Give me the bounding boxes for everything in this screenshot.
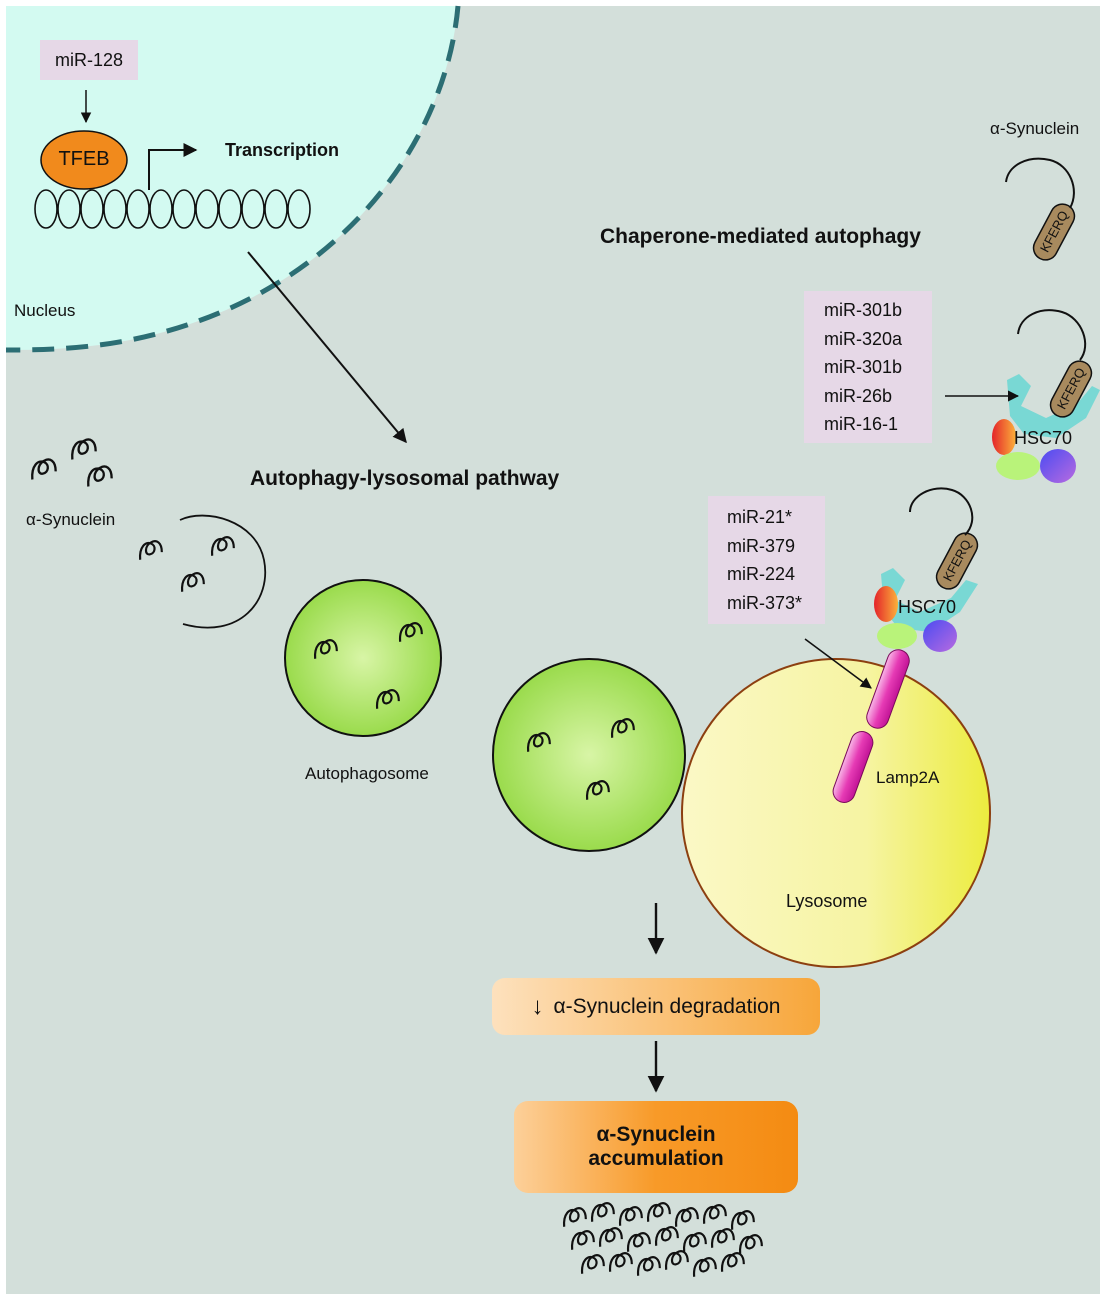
down-arrow-icon: ↓ xyxy=(531,992,544,1020)
nuclear-envelope xyxy=(5,5,461,353)
accumulation-box xyxy=(514,1101,798,1193)
amphisome-vesicle xyxy=(492,658,686,852)
degradation-label-row: ↓ α-Synuclein degradation xyxy=(492,978,820,1035)
degradation-label: α-Synuclein degradation xyxy=(553,994,781,1018)
mirna-item: miR-301b xyxy=(824,357,903,378)
transcription-arrow xyxy=(148,143,198,190)
mirna-item: miR-16-1 xyxy=(824,414,899,435)
autophagosome xyxy=(284,579,442,737)
degradation-box xyxy=(492,978,820,1035)
nucleus-region xyxy=(6,6,458,350)
lamp2a-receptor xyxy=(832,649,910,803)
mirna-item: miR-373* xyxy=(727,592,803,613)
accumulation-label: α-Synuclein accumulation xyxy=(514,1101,798,1193)
mirna-item: miR-224 xyxy=(727,564,796,585)
mir128-label: miR-128 xyxy=(54,50,124,70)
mirna-item: miR-379 xyxy=(727,535,796,556)
hsc70-complex-upper xyxy=(992,309,1100,483)
mirna-item: miR-26b xyxy=(824,385,893,406)
hsc70-lower-label: HSC70 xyxy=(898,597,957,617)
phagophore-membrane xyxy=(179,514,267,629)
autophagy-lysosomal-title: Autophagy-lysosomal pathway xyxy=(250,467,560,490)
hsc70-upper-label: HSC70 xyxy=(1014,428,1073,448)
lamp2a-label: Lamp2A xyxy=(876,768,940,787)
mirna-list-lamp2a: miR-21* miR-379 miR-224 miR-373* xyxy=(708,496,825,624)
lysosome xyxy=(681,658,991,968)
mirna-item: miR-21* xyxy=(727,507,793,527)
dna-helix xyxy=(34,189,311,229)
hsc70-complex-lower xyxy=(874,487,979,652)
autophagosome-label: Autophagosome xyxy=(305,764,429,783)
cytoplasm-synuclein-label: α-Synuclein xyxy=(26,510,116,529)
free-kferq-synuclein xyxy=(1005,157,1076,261)
mirna-list-hsc70: miR-301b miR-320a miR-301b miR-26b miR-1… xyxy=(804,291,932,443)
accumulation-line-1: α-Synuclein xyxy=(596,1123,716,1146)
tfeb-label: TFEB xyxy=(58,148,110,170)
mirna-item: miR-301b xyxy=(824,300,903,320)
mir128-box: miR-128 xyxy=(40,40,138,80)
accumulation-line-2: accumulation xyxy=(588,1147,724,1170)
cma-synuclein-label: α-Synuclein xyxy=(990,119,1080,138)
mirna-to-lamp2a-arrow xyxy=(804,638,872,689)
tfeb-protein xyxy=(40,130,128,190)
cma-title: Chaperone-mediated autophagy xyxy=(600,225,921,248)
transcription-label: Transcription xyxy=(225,140,340,160)
nucleus-label: Nucleus xyxy=(14,301,76,320)
mirna-item: miR-320a xyxy=(824,328,903,349)
nucleus-to-pathway-arrow xyxy=(247,251,407,444)
lysosome-label: Lysosome xyxy=(786,891,868,911)
